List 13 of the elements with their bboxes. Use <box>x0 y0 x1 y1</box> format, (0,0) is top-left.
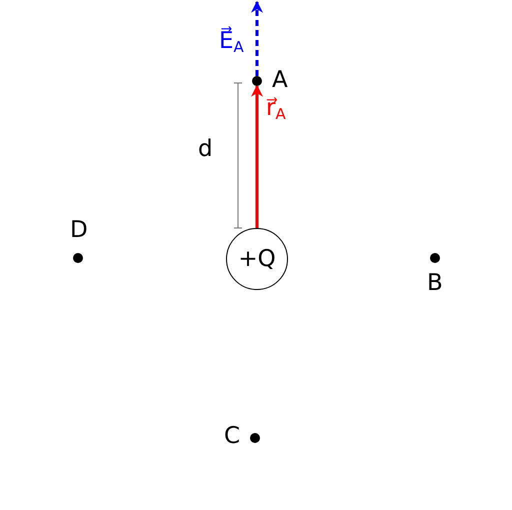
point-dot <box>252 76 262 86</box>
point-label: C <box>224 425 240 448</box>
vector-arrow <box>251 0 263 76</box>
point-label: B <box>427 272 443 295</box>
point-label: A <box>272 69 288 92</box>
point-dot <box>73 253 83 263</box>
point-label: D <box>70 219 88 242</box>
point-dot <box>250 433 260 443</box>
point-dot <box>430 253 440 263</box>
vector-label: r⃗$_{A}$ <box>266 97 286 122</box>
charge-label: +Q <box>238 246 276 272</box>
distance-label: d <box>198 138 213 161</box>
vector-arrow <box>251 84 263 228</box>
